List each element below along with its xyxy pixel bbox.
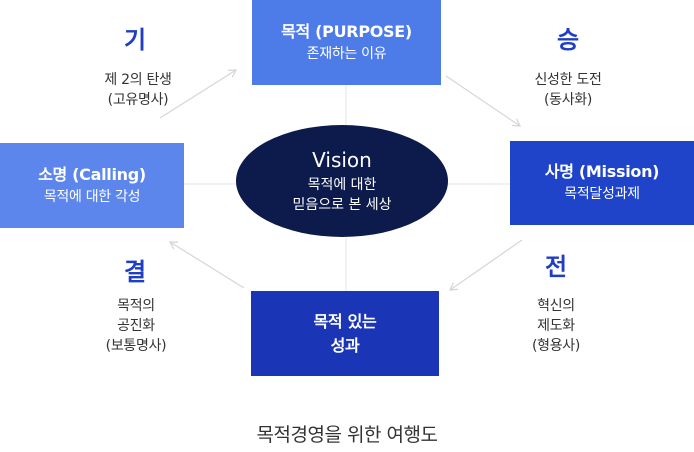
stage-seung-line2: (동사화) (543, 92, 593, 108)
stage-gi-line1: 제 2의 탄생 (104, 72, 172, 88)
vision-ellipse: Vision 목적에 대한 믿음으로 본 세상 (236, 125, 448, 237)
vision-title: Vision (312, 148, 372, 172)
calling-title: 소명 (Calling) (38, 164, 146, 184)
arrow-gi-to-purpose (159, 69, 238, 119)
stage-gi-char: 기 (123, 26, 147, 54)
arrow-purpose-to-mission (445, 75, 522, 127)
stage-jeon-line3: (형용사) (531, 338, 581, 354)
stage-jeon-line1: 혁신의 (537, 298, 575, 314)
stage-gi-line2: (고유명사) (107, 92, 169, 108)
stage-gyeol-desc: 목적의 공진화 (보통명사) (66, 296, 206, 356)
stage-gyeol-line2: 공진화 (117, 318, 155, 334)
mission-subtitle: 목적달성과제 (564, 186, 640, 202)
stage-gyeol-char: 결 (123, 258, 147, 286)
calling-box: 소명 (Calling) 목적에 대한 각성 (0, 143, 184, 228)
vision-line1: 목적에 대한 (307, 177, 377, 193)
calling-subtitle: 목적에 대한 각성 (43, 188, 141, 205)
stage-seung-desc: 신성한 도전 (동사화) (498, 70, 638, 110)
stage-seung-line1: 신성한 도전 (534, 72, 602, 88)
stage-gyeol-line1: 목적의 (117, 298, 155, 314)
result-title-line2: 성과 (330, 335, 360, 355)
purpose-title: 목적 (PURPOSE) (281, 21, 412, 41)
mission-box: 사명 (Mission) 목적달성과제 (510, 141, 694, 225)
purpose-subtitle: 존재하는 이유 (306, 45, 387, 62)
result-title-line1: 목적 있는 (313, 311, 377, 331)
stage-jeon-line2: 제도화 (537, 318, 575, 334)
purpose-box: 목적 (PURPOSE) 존재하는 이유 (252, 0, 441, 85)
stage-gyeol-line3: (보통명사) (105, 338, 167, 354)
stage-seung-char: 승 (556, 26, 580, 54)
arrow-mission-to-result (448, 239, 523, 291)
arrow-result-to-calling (168, 241, 245, 289)
result-box: 목적 있는 성과 (251, 291, 439, 376)
stage-gi-desc: 제 2의 탄생 (고유명사) (68, 70, 208, 110)
diagram-caption: 목적경영을 위한 여행도 (256, 424, 438, 446)
stage-jeon-desc: 혁신의 제도화 (형용사) (486, 296, 626, 356)
stage-jeon-char: 전 (544, 253, 568, 281)
mission-title: 사명 (Mission) (544, 162, 660, 181)
vision-line2: 믿음으로 본 세상 (292, 197, 392, 213)
